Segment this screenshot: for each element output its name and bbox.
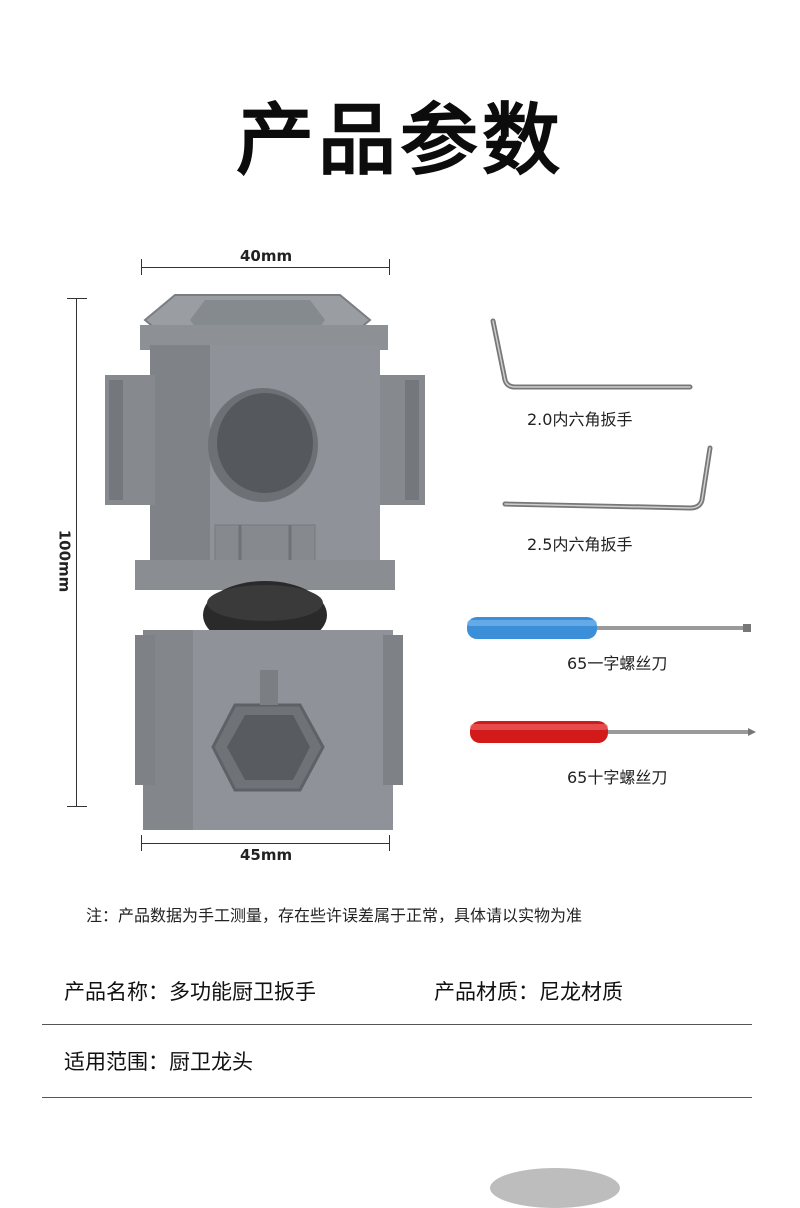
phillips-screwdriver-icon: [470, 721, 756, 743]
hex-key-icon: [490, 318, 693, 390]
tool-label-hex-2-0: 2.0内六角扳手: [527, 410, 633, 429]
bottom-width-label: 45mm: [240, 846, 293, 864]
spec-usage: 适用范围：厨卫龙头: [64, 1050, 253, 1074]
bottom-width-tick-left: [141, 835, 142, 851]
top-width-line: [142, 267, 390, 268]
height-label: 100mm: [55, 529, 74, 593]
product-wrench-image: [95, 285, 435, 849]
tool-label-hex-2-5: 2.5内六角扳手: [527, 535, 633, 554]
top-width-tick-right: [389, 259, 390, 275]
flathead-screwdriver-icon: [467, 617, 751, 639]
hex-key-icon: [502, 445, 713, 511]
height-line: [76, 298, 77, 806]
spec-material: 产品材质：尼龙材质: [434, 980, 623, 1004]
divider: [42, 1024, 752, 1025]
bottom-width-tick-right: [389, 835, 390, 851]
page-title: 产品参数: [235, 96, 564, 186]
top-width-label: 40mm: [240, 247, 293, 265]
height-tick-top: [67, 298, 87, 299]
measurement-note: 注：产品数据为手工测量，存在些许误差属于正常，具体请以实物为准: [86, 906, 583, 925]
bottom-width-line: [142, 843, 390, 844]
tool-label-phillips: 65十字螺丝刀: [567, 768, 668, 787]
height-tick-bottom: [67, 806, 87, 807]
spec-product-name: 产品名称：多功能厨卫扳手: [64, 980, 316, 1004]
top-width-tick-left: [141, 259, 142, 275]
tool-label-flathead: 65一字螺丝刀: [567, 654, 668, 673]
divider: [42, 1097, 752, 1098]
next-section-image-edge: [490, 1168, 620, 1208]
